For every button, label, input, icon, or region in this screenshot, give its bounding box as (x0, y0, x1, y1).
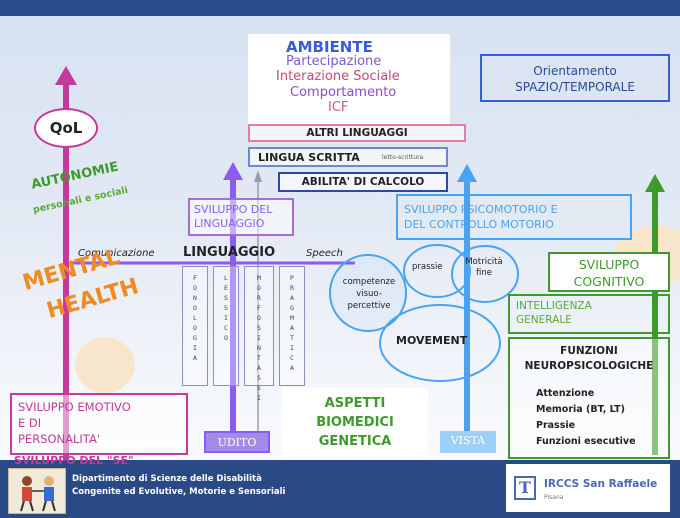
linguaggio-label: LINGUAGGIO (183, 245, 276, 260)
udito-box: UDITO (204, 431, 270, 453)
qol-label: QoL (49, 119, 83, 137)
ambiente-icf: ICF (328, 100, 349, 115)
emotivo-label: SVILUPPO EMOTIVO E DI PERSONALITA' (18, 400, 131, 446)
qol-oval: QoL (34, 108, 98, 148)
orientamento-box: Orientamento SPAZIO/TEMPORALE (480, 54, 670, 102)
irccs-name: IRCCS San Raffaele (544, 478, 658, 490)
lingua-scritta-label: LINGUA SCRITTA (258, 151, 360, 164)
ambiente-box: AMBIENTE Partecipazione Interazione Soci… (248, 34, 450, 126)
ellipse-competenze (329, 254, 407, 332)
funzioni-item: Attenzione (536, 388, 595, 399)
biomedici-label: ASPETTI BIOMEDICI GENETICA (316, 396, 394, 449)
dept-line-2: Congenite ed Evolutive, Motorie e Sensor… (72, 487, 286, 497)
ambiente-interazione: Interazione Sociale (276, 69, 400, 84)
blob-left (75, 337, 135, 393)
competenze-label: competenze visuo- percettive (342, 277, 396, 311)
movement-label: MOVEMENT (396, 334, 468, 347)
funzioni-item: Memoria (BT, LT) (536, 404, 625, 415)
top-bar (0, 0, 680, 16)
biomedici-box: ASPETTI BIOMEDICI GENETICA (282, 388, 428, 458)
irccs-t-icon: T (514, 476, 536, 500)
irccs-sub: Pisana (544, 494, 564, 501)
comunicazione-label: Comunicazione (78, 248, 155, 259)
dept-line-1: Dipartimento di Scienze delle Disabilità (72, 474, 262, 484)
green-arrow-head (645, 174, 665, 192)
irccs-logo-box: T IRCCS San Raffaele Pisana (506, 464, 670, 512)
sviluppo-se-label: SVILUPPO DEL "SE" (14, 454, 134, 467)
lingua-scritta-sub: letto-scrittura (382, 154, 424, 161)
purple-arrow-head (223, 162, 243, 180)
sviluppo-linguaggio-label: SVILUPPO DEL LINGUAGGIO (194, 203, 273, 230)
vista-box: VISTA (440, 431, 496, 453)
altri-linguaggi-label: ALTRI LINGUAGGI (306, 127, 408, 139)
vista-label: VISTA (450, 434, 486, 447)
abilita-calcolo-label: ABILITA' DI CALCOLO (301, 176, 425, 188)
funzioni-item: Prassie (536, 420, 576, 431)
psicomotorio-label: SVILUPPO PSICOMOTORIO E DEL CONTROLLO MO… (404, 203, 558, 231)
cognitivo-box: SVILUPPO COGNITIVO (548, 252, 670, 292)
emotivo-box: SVILUPPO EMOTIVO E DI PERSONALITA' (10, 393, 188, 455)
lingua-scritta-box: LINGUA SCRITTA letto-scrittura (248, 147, 448, 167)
cognitivo-label: SVILUPPO COGNITIVO (573, 257, 645, 289)
motricita-label: Motricità fine (465, 257, 503, 278)
prassie-label: prassie (412, 262, 443, 272)
intelligenza-label: INTELLIGENZA GENERALE (516, 300, 592, 326)
udito-label: UDITO (217, 436, 257, 449)
ellipse-prassie (403, 244, 471, 298)
intelligenza-box: INTELLIGENZA GENERALE (508, 294, 670, 334)
altri-linguaggi-box: ALTRI LINGUAGGI (248, 124, 466, 142)
blue-arrow-head (457, 164, 477, 182)
abilita-calcolo-box: ABILITA' DI CALCOLO (278, 172, 448, 192)
magenta-arrow-head (55, 66, 77, 85)
ambiente-partecipazione: Partecipazione (286, 54, 382, 69)
ambiente-comportamento: Comportamento (290, 85, 397, 100)
funzioni-title: FUNZIONI NEUROPSICOLOGICHE (524, 345, 654, 372)
sviluppo-linguaggio-box: SVILUPPO DEL LINGUAGGIO (188, 198, 294, 236)
ambiente-title: AMBIENTE (286, 38, 373, 56)
ellipse-movement (379, 304, 501, 382)
funzioni-box: FUNZIONI NEUROPSICOLOGICHE Attenzione Me… (508, 337, 670, 459)
logo-children (8, 468, 66, 514)
orientamento-label: Orientamento SPAZIO/TEMPORALE (515, 64, 635, 94)
ellipse-motricita (451, 245, 519, 303)
speech-label: Speech (306, 248, 343, 259)
psicomotorio-box: SVILUPPO PSICOMOTORIO E DEL CONTROLLO MO… (396, 194, 632, 240)
funzioni-list: Attenzione Memoria (BT, LT) Prassie Funz… (536, 386, 636, 450)
funzioni-item: Funzioni esecutive (536, 436, 636, 447)
